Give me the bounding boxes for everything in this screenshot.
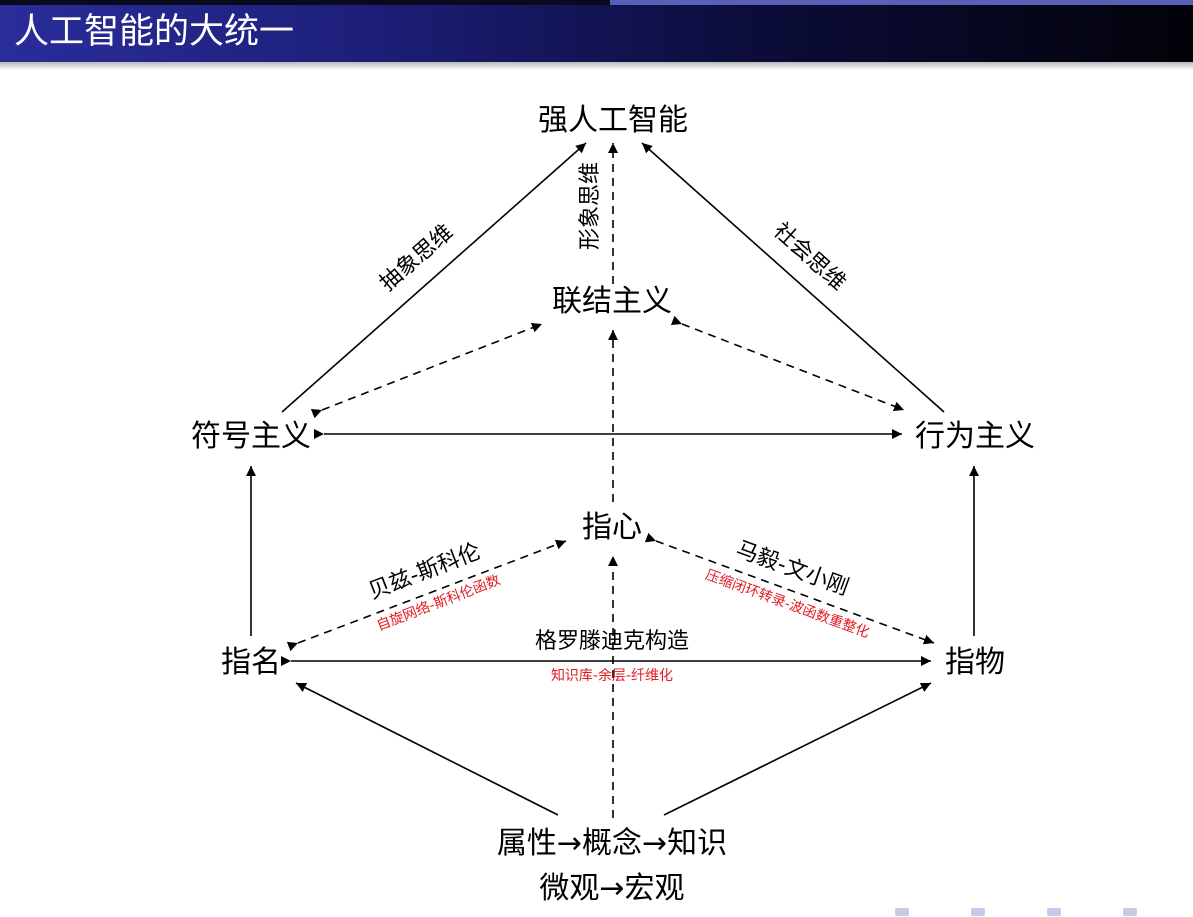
label-image-thinking: 形象思维 [578,162,603,250]
nav-dot[interactable] [1123,908,1137,916]
label-knowledge-base-cosheaf: 知识库-余层-纤维化 [551,667,673,684]
edge-mind-thing [644,532,935,645]
slide-title: 人工智能的大统一 [14,12,295,52]
node-strong-ai: 强人工智能 [538,103,688,138]
label-grothendieck-construction: 格罗滕迪克构造 [535,629,689,654]
title-bar-shadow [0,62,1193,70]
node-micro-macro: 微观→宏观 [539,871,684,906]
node-name: 指名 [221,645,281,680]
slide-navigation[interactable] [895,908,1193,917]
nav-dot[interactable] [895,908,909,916]
node-attributes-concept-knowledge: 属性→概念→知识 [497,826,727,861]
node-connectionism: 联结主义 [552,284,672,319]
label-social-thinking: 社会思维 [768,218,850,295]
node-mind: 指心 [582,510,642,545]
nav-dot[interactable] [971,908,985,916]
node-symbolism: 符号主义 [191,419,311,454]
edge-attributes-to-name [295,682,559,816]
title-bar [0,0,1193,62]
edge-symbolism-to-strong-ai [281,142,587,413]
node-thing: 指物 [945,645,1005,680]
edge-name-mind [286,539,567,652]
edge-behaviorism-to-strong-ai [641,142,945,413]
nav-dot[interactable] [1047,908,1061,916]
edge-symbolism-connectionism [310,322,543,419]
node-behaviorism: 行为主义 [915,419,1035,454]
edge-attributes-to-thing [663,682,932,816]
label-abstract-thinking: 抽象思维 [375,220,458,297]
edge-connectionism-behaviorism [670,315,905,412]
